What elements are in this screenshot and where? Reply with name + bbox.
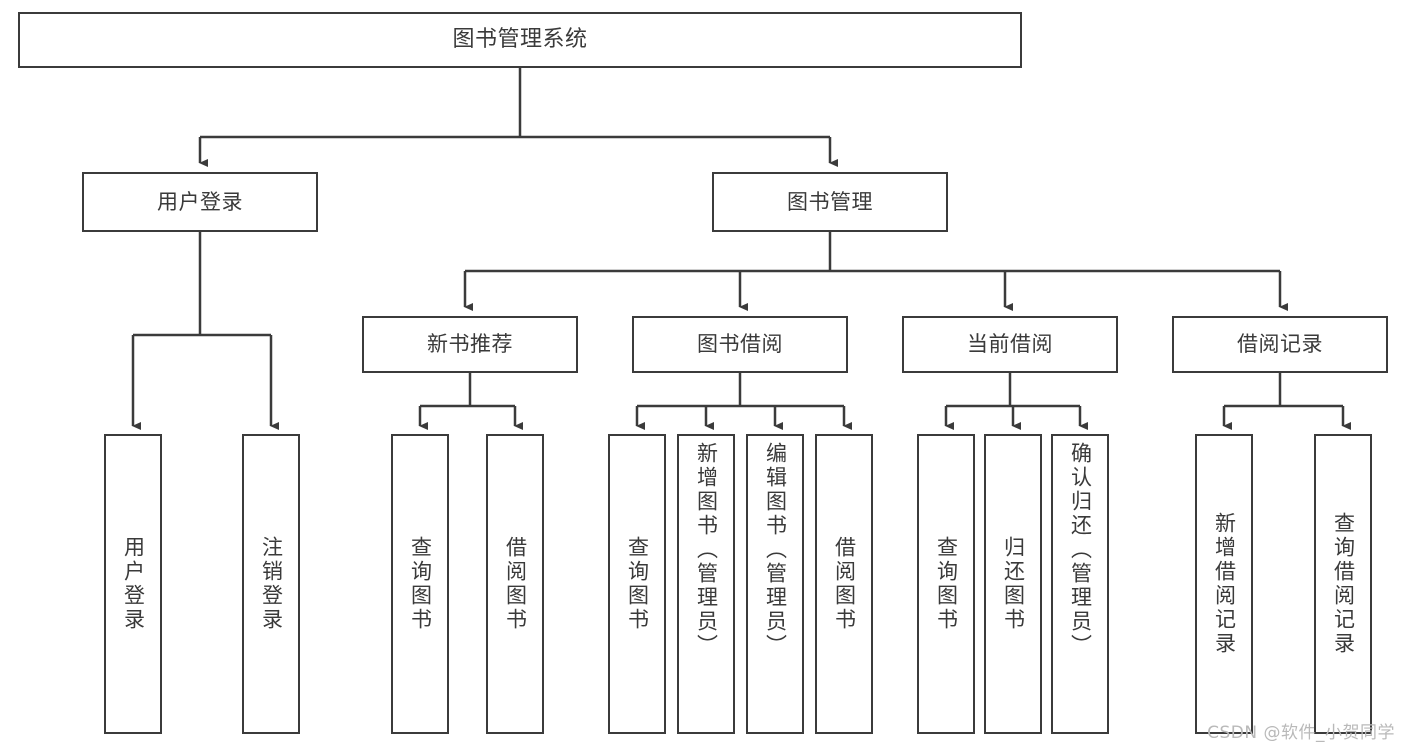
node-current-borrow[interactable]: 当前借阅 <box>902 316 1118 373</box>
leaf-user-login-login[interactable]: 用户登录 <box>104 434 162 734</box>
node-label: 借阅记录 <box>1237 332 1323 357</box>
node-root-book-management-system[interactable]: 图书管理系统 <box>18 12 1022 68</box>
node-label: 图书借阅 <box>697 332 783 357</box>
leaf-book-borrow-edit-book-admin[interactable]: 编辑图书（管理员） <box>746 434 804 734</box>
node-label: 图书管理系统 <box>452 27 588 53</box>
node-label: 查询图书 <box>934 536 959 632</box>
node-label: 用户登录 <box>121 536 146 632</box>
leaf-borrow-record-query-record[interactable]: 查询借阅记录 <box>1314 434 1372 734</box>
leaf-current-borrow-query-book[interactable]: 查询图书 <box>917 434 975 734</box>
leaf-new-book-borrow-book[interactable]: 借阅图书 <box>486 434 544 734</box>
leaf-book-borrow-borrow-book[interactable]: 借阅图书 <box>815 434 873 734</box>
leaf-borrow-record-add-record[interactable]: 新增借阅记录 <box>1195 434 1253 734</box>
node-label: 查询借阅记录 <box>1331 512 1356 656</box>
node-label: 归还图书 <box>1001 536 1026 632</box>
node-label: 注销登录 <box>259 536 284 632</box>
node-user-login[interactable]: 用户登录 <box>82 172 318 232</box>
leaf-user-login-logout[interactable]: 注销登录 <box>242 434 300 734</box>
node-label: 新增借阅记录 <box>1212 512 1237 656</box>
node-label: 编辑图书（管理员） <box>763 442 788 658</box>
node-borrow-record[interactable]: 借阅记录 <box>1172 316 1388 373</box>
node-book-management[interactable]: 图书管理 <box>712 172 948 232</box>
node-label: 当前借阅 <box>967 332 1053 357</box>
node-label: 新增图书（管理员） <box>694 442 719 658</box>
node-label: 借阅图书 <box>503 536 528 632</box>
node-book-borrow[interactable]: 图书借阅 <box>632 316 848 373</box>
node-label: 新书推荐 <box>427 332 513 357</box>
csdn-watermark: CSDN @软件_小贺同学 <box>1207 723 1395 743</box>
leaf-new-book-query-book[interactable]: 查询图书 <box>391 434 449 734</box>
node-new-book-recommend[interactable]: 新书推荐 <box>362 316 578 373</box>
leaf-book-borrow-add-book-admin[interactable]: 新增图书（管理员） <box>677 434 735 734</box>
node-label: 查询图书 <box>408 536 433 632</box>
node-label: 查询图书 <box>625 536 650 632</box>
leaf-current-borrow-return-book[interactable]: 归还图书 <box>984 434 1042 734</box>
leaf-current-borrow-confirm-return-admin[interactable]: 确认归还（管理员） <box>1051 434 1109 734</box>
node-label: 图书管理 <box>787 189 873 214</box>
node-label: 用户登录 <box>157 189 243 214</box>
node-label: 借阅图书 <box>832 536 857 632</box>
node-label: 确认归还（管理员） <box>1068 442 1093 658</box>
leaf-book-borrow-query-book[interactable]: 查询图书 <box>608 434 666 734</box>
